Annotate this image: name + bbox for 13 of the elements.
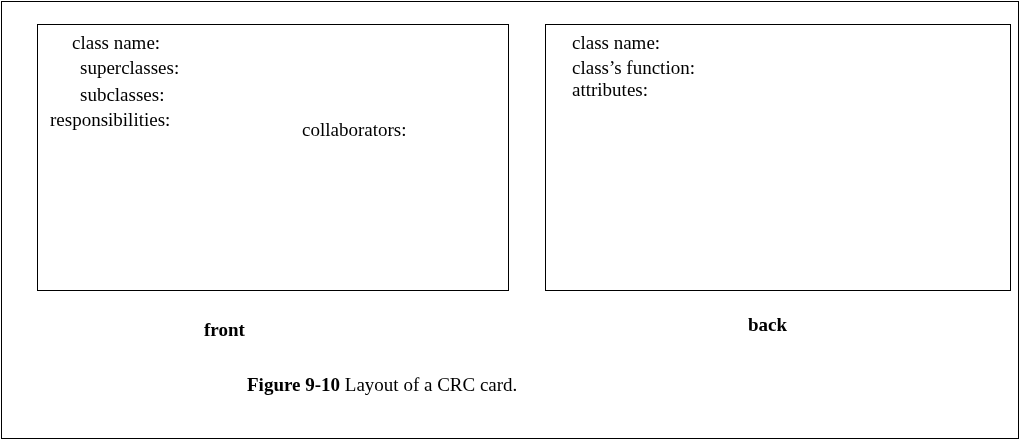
field-label: responsibilities: [50,110,171,129]
card-side-label: back [748,315,788,334]
field-label: class name: [72,33,161,52]
card-side-label: front [204,320,245,339]
field-label: subclasses: [80,85,165,104]
crc-card [545,24,1011,291]
field-label: class’s function: [572,58,695,77]
field-label: attributes: [572,80,648,99]
field-label: superclasses: [80,58,180,77]
field-label: class name: [572,33,661,52]
crc-card [37,24,509,291]
field-label: collaborators: [302,120,407,139]
figure-caption: Figure 9-10 Layout of a CRC card. [247,375,518,394]
